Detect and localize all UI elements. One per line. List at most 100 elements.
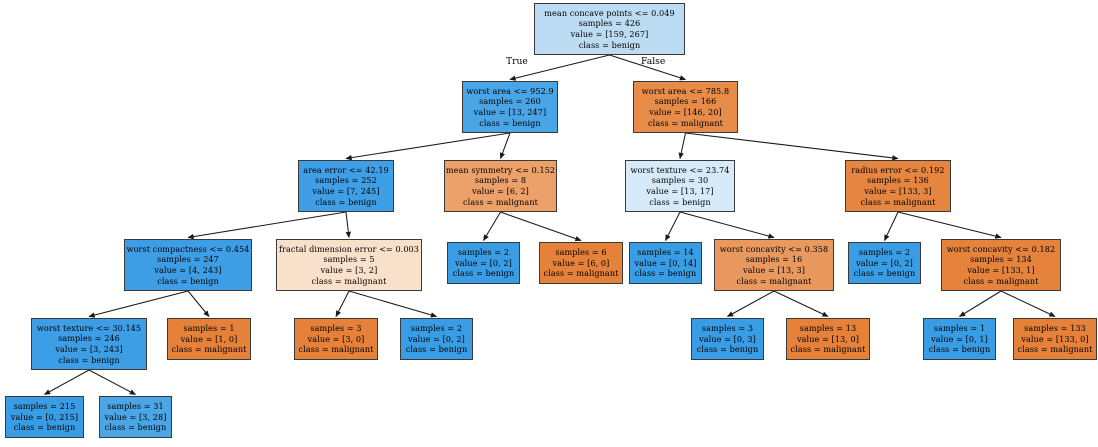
edge-label-true: True (506, 56, 528, 67)
tree-edge-n11-n13 (500, 211, 582, 242)
node-samples-text: samples = 2 (858, 246, 911, 257)
node-samples-text: samples = 16 (745, 254, 803, 265)
node-class-text: class = benign (452, 268, 515, 279)
node-class-text: class = malignant (790, 344, 866, 355)
node-samples-text: samples = 1 (933, 322, 986, 333)
tree-edge-n15-n16 (665, 211, 681, 242)
node-value-text: value = [3, 0] (307, 333, 365, 344)
node-class-text: class = benign (58, 354, 120, 365)
tree-edge-n22-n24 (1000, 290, 1056, 317)
node-samples-text: samples = 13 (799, 322, 857, 333)
node-samples-text: samples = 8 (474, 175, 527, 186)
tree-edge-n20-n21 (884, 211, 899, 242)
tree-edge-n22-n23 (958, 290, 1002, 317)
node-condition-text: mean symmetry <= 0.152 (445, 164, 556, 175)
node-samples-text: samples = 31 (107, 400, 164, 411)
tree-edge-n11-n12 (483, 211, 501, 242)
node-condition-text: worst compactness <= 0.454 (126, 243, 250, 254)
tree-edge-n4-n5 (43, 369, 90, 395)
tree-edge-n17-n18 (726, 290, 775, 317)
tree-edge-n4-n6 (88, 369, 137, 395)
node-class-text: class = benign (157, 275, 219, 286)
node-samples-text: samples = 246 (58, 333, 120, 344)
node-samples-text: samples = 14 (637, 246, 694, 257)
node-class-text: class = malignant (311, 275, 387, 286)
node-value-text: value = [13, 3] (742, 265, 806, 275)
node-samples-text: samples = 260 (479, 96, 541, 107)
tree-edge-n14-n20 (685, 132, 899, 161)
node-samples-text: samples = 3 (701, 322, 754, 333)
tree-edge-n8-n10 (348, 290, 438, 318)
node-class-text: class = malignant (1017, 344, 1093, 355)
node-class-text: class = benign (649, 196, 711, 207)
node-value-text: value = [146, 20] (649, 107, 722, 117)
node-class-text: class = malignant (648, 117, 723, 128)
tree-edge-n3-n4 (88, 290, 189, 318)
node-value-text: value = [0, 2] (408, 333, 465, 344)
node-value-text: value = [3, 2] (320, 265, 378, 275)
tree-edge-n17-n19 (773, 290, 829, 317)
node-condition-text: worst texture <= 23.74 (630, 164, 730, 175)
node-condition-text: mean concave points <= 0.049 (544, 7, 675, 18)
node-class-text: class = benign (315, 196, 377, 207)
node-samples-text: samples = 3 (310, 322, 362, 333)
node-class-text: class = malignant (736, 275, 812, 286)
node-samples-text: samples = 2 (457, 246, 510, 257)
node-condition-text: radius error <= 0.192 (851, 164, 945, 175)
node-class-text: class = malignant (463, 196, 538, 207)
node-value-text: value = [1, 0] (180, 333, 238, 344)
node-class-text: class = benign (634, 268, 697, 279)
node-value-text: value = [13, 0] (796, 333, 860, 344)
node-samples-text: samples = 247 (157, 254, 219, 265)
node-value-text: value = [133, 3] (864, 186, 932, 196)
node-condition-text: worst concavity <= 0.358 (719, 243, 829, 254)
tree-edge-n3-n7 (187, 290, 210, 317)
node-samples-text: samples = 136 (867, 175, 929, 186)
tree-edge-n14-n15 (678, 132, 687, 160)
tree-edge-n1-n11 (499, 132, 511, 160)
node-value-text: value = [0, 1] (931, 333, 988, 344)
node-value-text: value = [6, 0] (552, 257, 610, 268)
node-class-text: class = malignant (963, 275, 1039, 286)
node-samples-text: samples = 252 (315, 175, 377, 186)
node-samples-text: samples = 134 (970, 254, 1032, 265)
node-samples-text: samples = 1 (183, 322, 235, 333)
node-value-text: value = [0, 3] (699, 333, 756, 344)
node-class-text: class = malignant (543, 268, 619, 279)
node-value-text: value = [7, 245] (312, 186, 380, 196)
node-condition-text: area error <= 42.19 (303, 164, 389, 175)
node-value-text: value = [0, 2] (455, 257, 512, 268)
node-value-text: value = [3, 28] (104, 411, 167, 422)
node-value-text: value = [4, 243] (154, 265, 222, 275)
tree-edge-n1-n2 (345, 132, 511, 161)
node-class-text: class = benign (578, 39, 641, 50)
node-class-text: class = benign (405, 344, 468, 355)
node-value-text: value = [0, 14] (634, 257, 697, 268)
node-value-text: value = [159, 267] (570, 29, 649, 39)
tree-edge-n8-n9 (335, 290, 350, 318)
node-value-text: value = [0, 215] (10, 411, 79, 422)
node-value-text: value = [13, 247] (473, 107, 547, 117)
node-condition-text: worst texture <= 30.145 (36, 322, 142, 333)
node-condition-text: worst area <= 952.9 (466, 85, 554, 96)
node-samples-text: samples = 6 (555, 246, 607, 257)
edge-label-false: False (641, 56, 666, 67)
node-condition-text: fractal dimension error <= 0.003 (278, 243, 420, 254)
node-samples-text: samples = 215 (13, 400, 76, 411)
node-value-text: value = [133, 1] (967, 265, 1035, 275)
node-class-text: class = malignant (298, 344, 374, 355)
node-value-text: value = [3, 243] (55, 344, 123, 354)
node-class-text: class = benign (928, 344, 991, 355)
node-value-text: value = [133, 0] (1021, 333, 1089, 344)
